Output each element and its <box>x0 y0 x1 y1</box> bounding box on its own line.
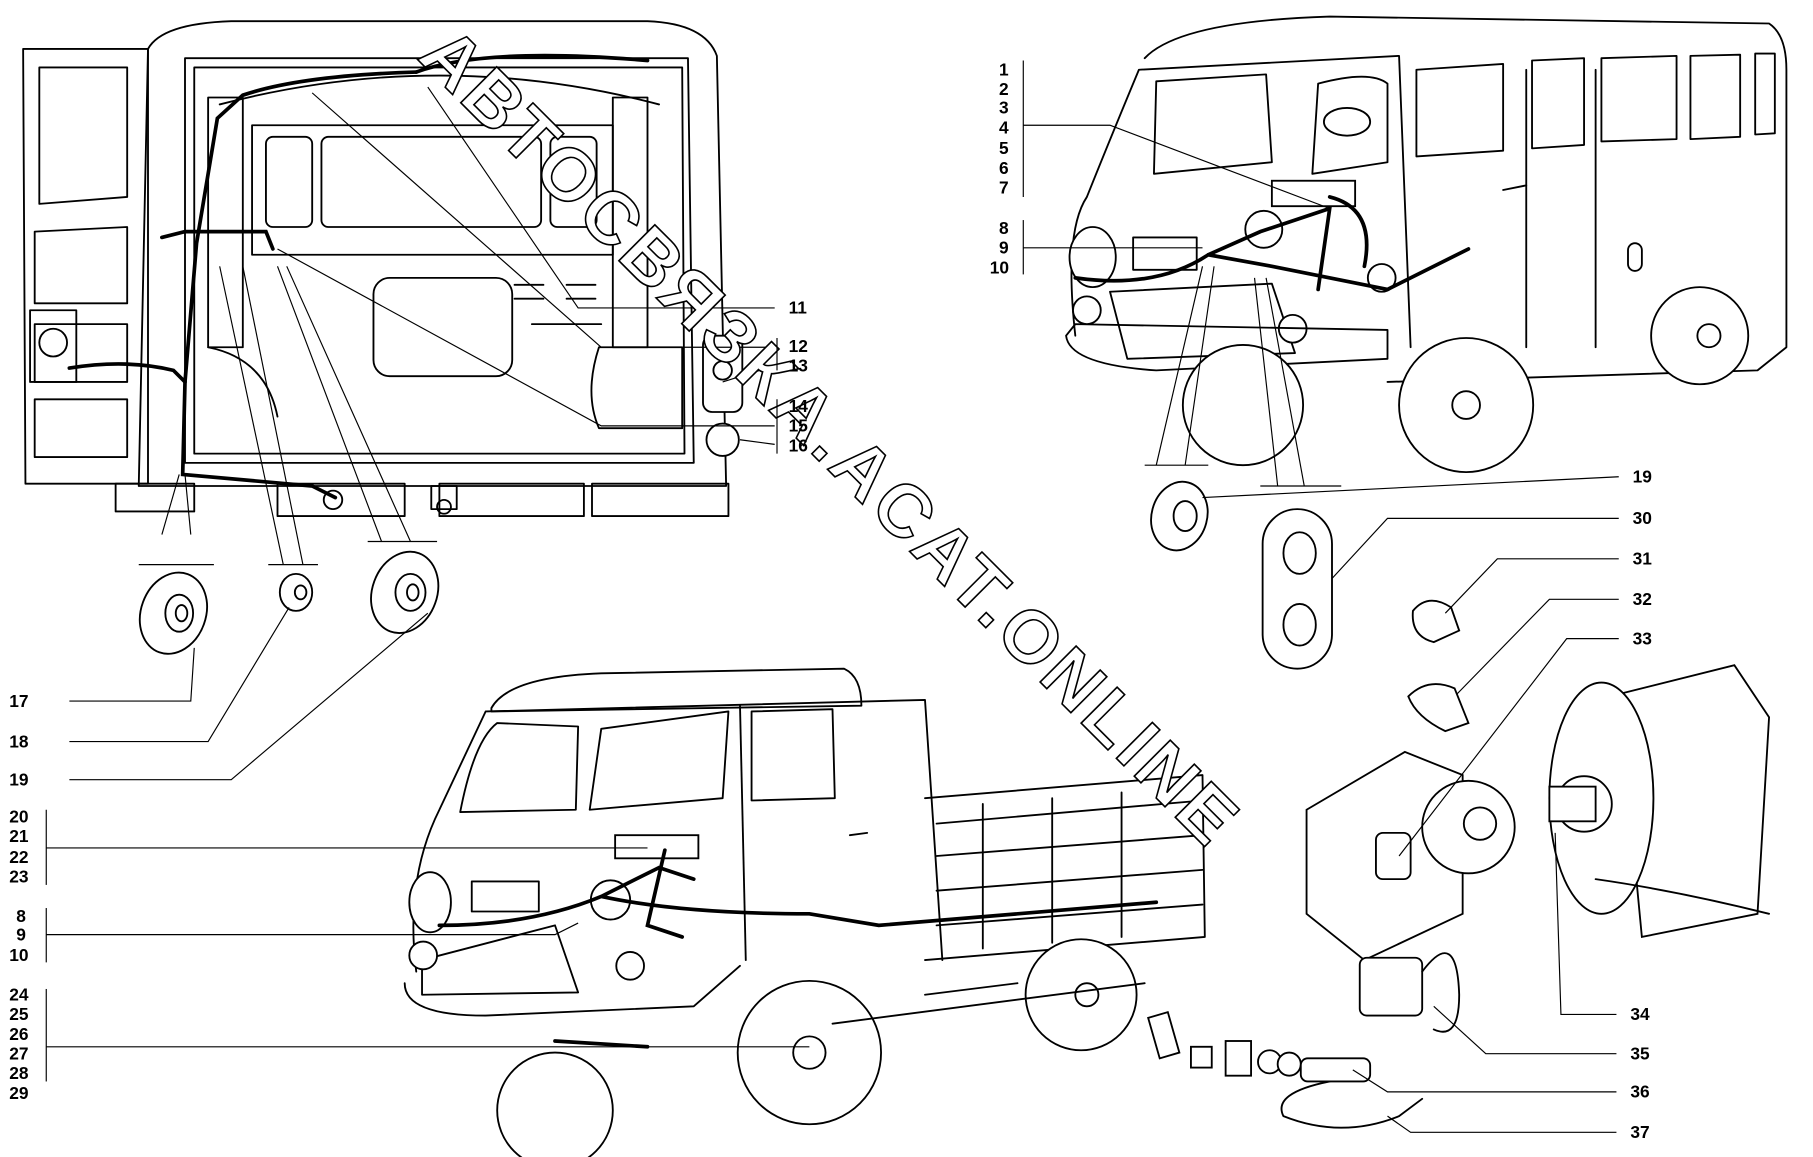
callout-label: 33 <box>1633 628 1653 648</box>
callout-label: 30 <box>1633 508 1652 528</box>
grommet-18 <box>278 572 314 612</box>
callout-label: 20 <box>9 806 28 826</box>
wire-37 <box>1280 1080 1617 1133</box>
callout-label: 9 <box>16 924 26 944</box>
callout-label: 31 <box>1633 549 1653 569</box>
callout-label: 1 <box>999 60 1009 80</box>
callout-label: 19 <box>9 769 28 789</box>
clip-32 <box>1407 598 1619 733</box>
callout-label: 3 <box>999 98 1009 118</box>
switch-33 <box>1305 638 1619 962</box>
grommet-17 <box>138 571 208 655</box>
van-rear-view <box>22 20 775 566</box>
callout-label: 29 <box>9 1083 28 1103</box>
callout-label: 26 <box>9 1024 29 1044</box>
callout-label: 9 <box>999 238 1009 258</box>
van-front-view <box>1022 15 1788 487</box>
truck-view <box>45 667 1206 1157</box>
callout-label: 15 <box>789 416 809 436</box>
grommet-19-front <box>1150 480 1209 552</box>
callout-label: 21 <box>9 826 29 846</box>
watermark-text: АВТОСВЯЗКА.ACAT.ONLINE <box>405 11 1257 863</box>
callout-label: 36 <box>1630 1082 1650 1102</box>
connector-36 <box>1147 1010 1617 1093</box>
callout-label: 28 <box>9 1063 29 1083</box>
callout-label: 14 <box>789 396 809 416</box>
callout-label: 11 <box>789 298 808 318</box>
callout-label: 18 <box>9 731 29 751</box>
callout-label: 27 <box>9 1044 28 1064</box>
callout-label: 12 <box>789 336 808 356</box>
callout-label: 10 <box>9 945 28 965</box>
callout-label: 17 <box>9 691 28 711</box>
callout-label: 16 <box>789 435 809 455</box>
sensor-35 <box>1358 952 1617 1055</box>
motor-34 <box>1548 664 1771 1015</box>
callout-label: 34 <box>1630 1004 1650 1024</box>
callout-label: 32 <box>1633 589 1652 609</box>
callout-label: 7 <box>999 177 1009 197</box>
callout-label: 24 <box>9 985 29 1005</box>
callout-label: 10 <box>990 257 1009 277</box>
callout-label: 13 <box>789 356 809 376</box>
callout-label: 23 <box>9 867 29 887</box>
callout-label: 2 <box>999 79 1009 99</box>
callout-label: 5 <box>999 138 1009 158</box>
callout-label: 22 <box>9 847 28 867</box>
callout-label: 6 <box>999 158 1009 178</box>
callout-label: 25 <box>9 1004 29 1024</box>
grommet-19-rear <box>370 550 440 634</box>
clip-31 <box>1411 558 1619 644</box>
grommet-30 <box>1261 508 1333 670</box>
callout-label: 8 <box>16 906 26 926</box>
callout-label: 37 <box>1630 1122 1649 1142</box>
callout-label: 35 <box>1630 1044 1650 1064</box>
callout-labels: 11 12 13 14 15 16 17 18 19 1 2 3 4 5 6 7… <box>9 60 1652 1143</box>
callout-label: 4 <box>999 117 1009 137</box>
callout-label: 19 <box>1633 467 1652 487</box>
callout-label: 8 <box>999 218 1009 238</box>
